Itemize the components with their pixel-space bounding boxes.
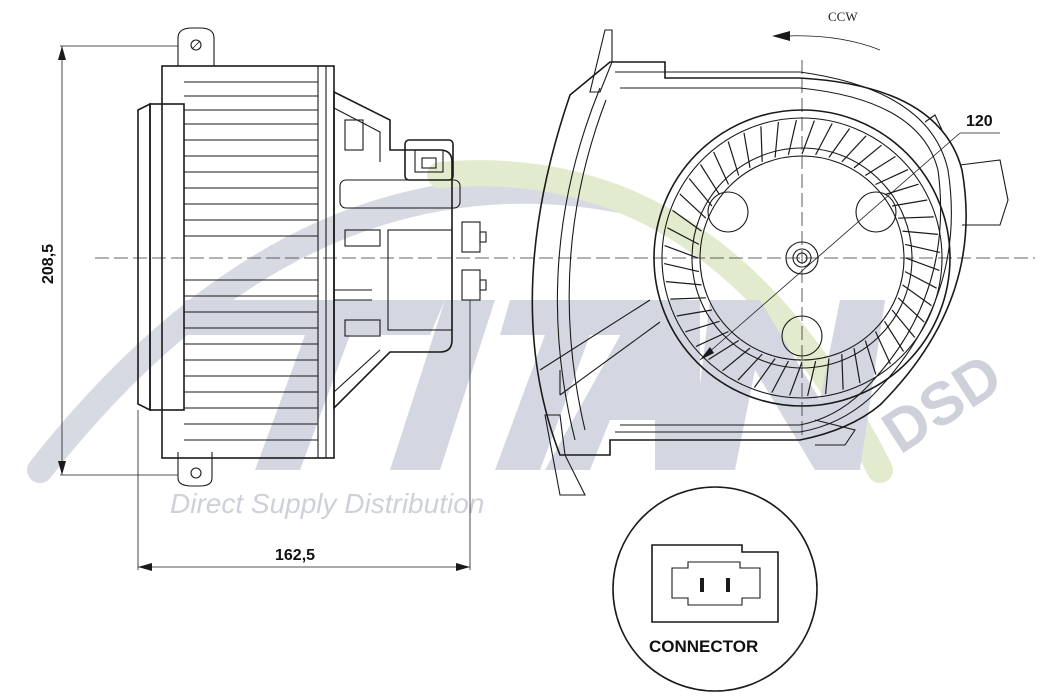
- impeller-blade: [841, 354, 844, 390]
- impeller-blade: [875, 169, 909, 186]
- impeller-blade: [670, 297, 706, 300]
- hub-hole-1: [707, 191, 749, 233]
- connector-outline: [651, 544, 779, 623]
- impeller-blade: [904, 243, 941, 253]
- side-connector-housing: [404, 139, 454, 181]
- impeller-blade: [902, 284, 932, 307]
- impeller-blade: [771, 360, 789, 393]
- front-view: 120 CCW: [520, 9, 1035, 496]
- impeller-blade: [874, 331, 891, 365]
- impeller-blade: [828, 128, 851, 158]
- impeller-blade: [737, 353, 763, 381]
- bottom-mount-hole: [190, 467, 202, 479]
- front-right-bracket: [959, 159, 1009, 226]
- impeller-blade: [665, 281, 702, 286]
- watermark-dsd: DSD: [871, 341, 1014, 466]
- side-cover: [149, 103, 185, 411]
- side-view: 208,5 162,5: [40, 27, 515, 571]
- impeller-blade: [853, 347, 861, 384]
- rotation-arrow: [784, 35, 881, 51]
- impeller-blade: [727, 141, 740, 176]
- hub-shaft-outer: [785, 241, 819, 275]
- impeller-blade: [904, 271, 937, 289]
- impeller-blade: [663, 263, 700, 273]
- hub-hole-2: [855, 191, 897, 233]
- impeller-blade: [664, 245, 699, 259]
- impeller-blade: [699, 164, 721, 196]
- impeller-blade: [864, 155, 896, 177]
- impeller-blade: [884, 183, 919, 196]
- connector-label: CONNECTOR: [649, 637, 758, 656]
- connector-plug: [671, 561, 761, 606]
- impeller-blade: [807, 360, 817, 397]
- impeller-blade: [864, 340, 877, 375]
- diameter-dimension: 120: [966, 113, 993, 130]
- connector-detail-circle: [612, 486, 818, 692]
- front-housing: [531, 61, 967, 456]
- impeller-blade: [801, 120, 815, 155]
- rotation-label: CCW: [828, 9, 858, 24]
- impeller-blade: [695, 330, 729, 347]
- impeller-outer: [653, 109, 951, 407]
- impeller-blade: [891, 309, 916, 338]
- impeller-blade: [853, 144, 882, 169]
- impeller-blade: [891, 199, 928, 207]
- height-dimension: 208,5: [40, 244, 57, 284]
- outlet-duct-line-1: [539, 299, 651, 371]
- impeller-blade: [760, 126, 763, 162]
- impeller-blade: [898, 216, 934, 219]
- impeller-blade: [825, 358, 830, 395]
- diameter-leader: [699, 132, 961, 361]
- impeller-blade: [685, 320, 720, 333]
- hub-shaft: [796, 252, 808, 264]
- impeller-blade: [679, 193, 707, 219]
- impeller-blade: [897, 297, 925, 323]
- bottom-mount-ear: [177, 452, 213, 487]
- impeller-blade: [753, 358, 776, 388]
- impeller-blade: [902, 230, 939, 235]
- impeller-blade: [815, 123, 833, 156]
- impeller-blade: [676, 309, 713, 317]
- front-top-tab: [589, 29, 613, 93]
- watermark-swoosh: [27, 177, 633, 483]
- impeller-blade: [667, 227, 700, 245]
- impeller-blade: [789, 361, 803, 396]
- impeller-blade: [905, 257, 940, 271]
- impeller-blades: [663, 119, 941, 397]
- top-mount-hole: [190, 39, 202, 51]
- watermark-letters: [175, 300, 885, 470]
- impeller-blade: [774, 121, 779, 158]
- impeller-blade: [743, 132, 751, 169]
- width-dimension: 162,5: [275, 547, 315, 564]
- top-mount-ear: [177, 27, 215, 66]
- watermark-tagline: Direct Supply Distribution: [170, 488, 484, 519]
- connector-pin-2: [726, 578, 730, 592]
- connector-pin-1: [700, 578, 704, 592]
- impeller-blade: [713, 151, 730, 185]
- impeller-blade: [787, 119, 797, 156]
- hub-hole-3: [781, 315, 823, 357]
- impeller-blade: [688, 178, 713, 207]
- impeller-blade: [672, 209, 702, 232]
- front-bottom-tab: [544, 414, 586, 496]
- impeller-blade: [841, 135, 867, 163]
- impeller-blade: [708, 339, 740, 361]
- impeller-blade: [722, 347, 751, 372]
- impeller-blade: [883, 320, 905, 352]
- connector-detail: CONNECTOR: [612, 486, 818, 692]
- impeller-fins: [184, 95, 318, 425]
